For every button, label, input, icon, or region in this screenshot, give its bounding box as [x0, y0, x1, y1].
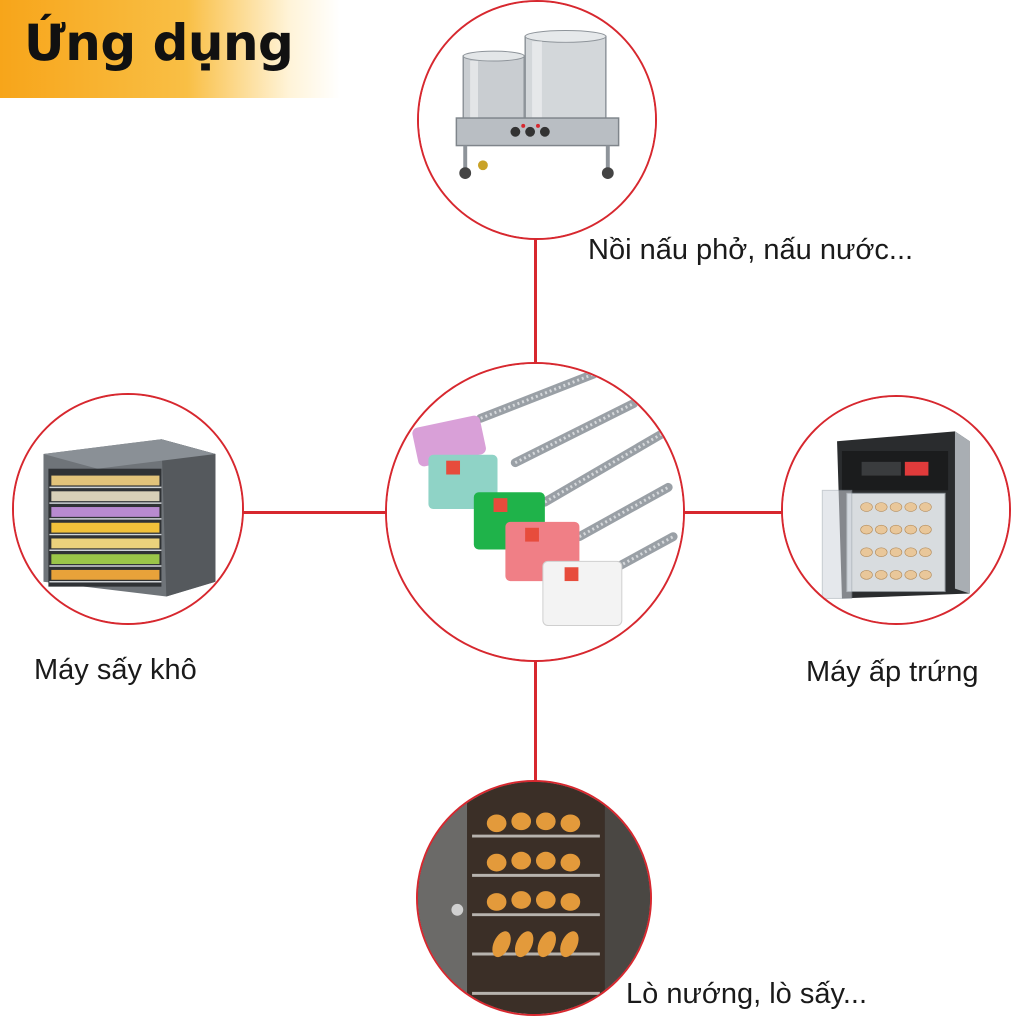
connector-left — [242, 511, 387, 514]
food-dryer-photo — [14, 395, 242, 623]
title-band — [0, 0, 340, 98]
label-right: Máy ấp trứng — [806, 656, 979, 688]
heating-element-circle — [385, 362, 685, 662]
soup-pot-circle — [417, 0, 657, 240]
page-title: Ứng dụng — [24, 14, 294, 72]
connector-bottom — [534, 656, 537, 782]
food-dryer-circle — [12, 393, 244, 625]
egg-incubator-circle — [781, 395, 1011, 625]
connector-top — [534, 236, 537, 366]
label-bottom: Lò nướng, lò sấy... — [626, 978, 868, 1010]
soup-pot-photo — [419, 2, 655, 238]
label-left: Máy sấy khô — [34, 654, 197, 686]
bread-oven-circle — [416, 780, 652, 1016]
egg-incubator-photo — [783, 397, 1009, 623]
bread-oven-photo — [418, 782, 650, 1014]
label-top: Nồi nấu phở, nấu nước... — [588, 234, 914, 266]
connector-right — [684, 511, 782, 514]
heating-element-photo — [387, 364, 683, 660]
